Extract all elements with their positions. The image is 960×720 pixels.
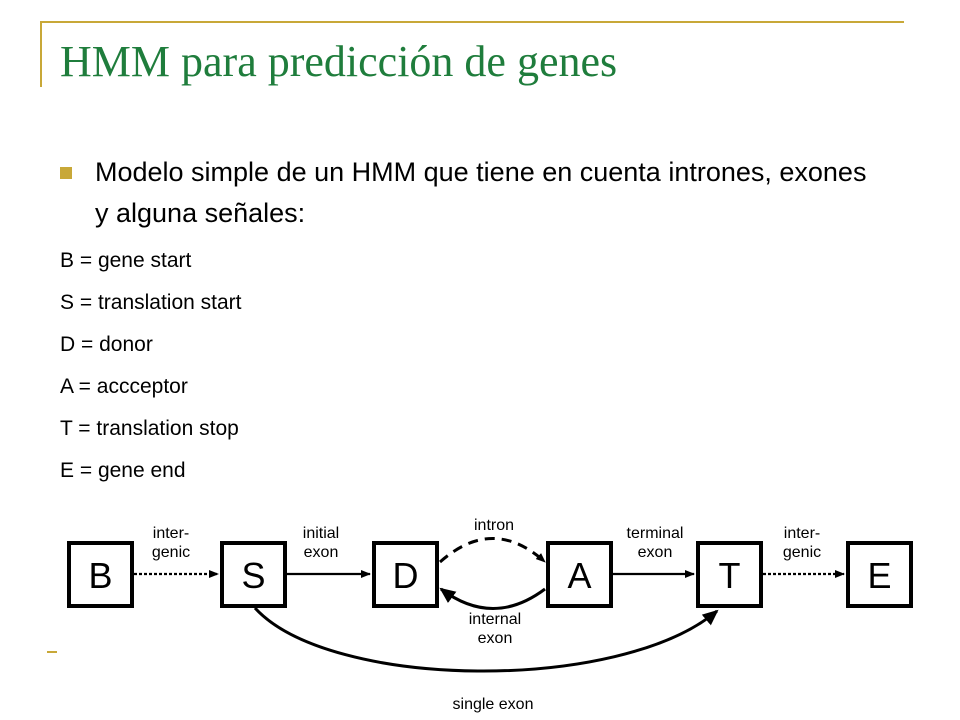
edge-label-s-d-line1: initial xyxy=(303,525,339,542)
edge-label-s-t: single exon xyxy=(453,696,534,713)
bullet-text: Modelo simple de un HMM que tiene en cue… xyxy=(95,157,867,228)
edge-label-t-e-line2: genic xyxy=(783,544,821,561)
state-box-d: D xyxy=(372,541,439,608)
definition-s: S = translation start xyxy=(60,291,242,314)
square-bullet-icon xyxy=(60,167,72,179)
edge-label-b-s-line2: genic xyxy=(152,544,190,561)
frame-bottom-tick xyxy=(47,651,57,653)
edge-label-a-t-line1: terminal xyxy=(627,525,684,542)
state-box-e: E xyxy=(846,541,913,608)
edge-label-d-a: intron xyxy=(474,517,514,534)
definition-t: T = translation stop xyxy=(60,417,239,440)
edge-label-a-d-line1: internal xyxy=(469,611,521,628)
frame-top-rule xyxy=(40,21,904,23)
definition-d: D = donor xyxy=(60,333,153,356)
definition-e: E = gene end xyxy=(60,459,186,482)
state-label-e: E xyxy=(867,555,891,596)
frame-left-rule xyxy=(40,21,42,87)
slide-title: HMM para predicción de genes xyxy=(60,37,618,86)
edge-label-a-d-line2: exon xyxy=(478,630,513,647)
bullet-item: Modelo simple de un HMM que tiene en cue… xyxy=(60,152,880,234)
edge-d-a-arrow xyxy=(439,537,547,564)
state-box-a: A xyxy=(546,541,613,608)
edge-a-d-arrow xyxy=(439,587,546,610)
definition-a: A = accceptor xyxy=(60,375,188,398)
state-label-s: S xyxy=(241,555,265,596)
state-label-a: A xyxy=(567,555,591,596)
state-box-t: T xyxy=(696,541,763,608)
state-label-b: B xyxy=(88,555,112,596)
edge-label-b-s-line1: inter- xyxy=(153,525,189,542)
edge-label-s-d-line2: exon xyxy=(304,544,339,561)
gene-hmm-diagram: B S D A T E inter- genic initial exon in… xyxy=(67,517,913,713)
state-box-s: S xyxy=(220,541,287,608)
state-label-d: D xyxy=(393,555,419,596)
state-label-t: T xyxy=(719,555,741,596)
edge-s-t-arrow xyxy=(253,606,719,673)
edge-label-a-t-line2: exon xyxy=(638,544,673,561)
state-box-b: B xyxy=(67,541,134,608)
definition-b: B = gene start xyxy=(60,249,192,272)
definitions-list: B = gene start S = translation start D =… xyxy=(60,240,242,492)
edge-label-t-e-line1: inter- xyxy=(784,525,820,542)
